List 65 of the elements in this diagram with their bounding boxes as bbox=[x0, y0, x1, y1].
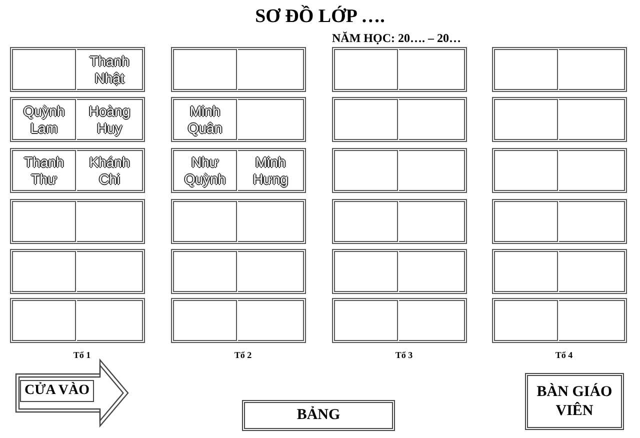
group-label: Tổ 4 bbox=[554, 350, 574, 360]
desk-seat bbox=[10, 148, 78, 193]
board: BẢNG bbox=[242, 400, 395, 431]
desk-seat bbox=[332, 298, 400, 343]
desk-seat bbox=[238, 249, 306, 294]
desk-seat bbox=[77, 249, 145, 294]
desk-seat bbox=[399, 249, 467, 294]
desk-seat bbox=[492, 97, 560, 142]
school-year: NĂM HỌC: 20…. – 20… bbox=[332, 31, 461, 46]
student-name: Hoàng Huy bbox=[88, 102, 132, 136]
student-name: Minh Hưng bbox=[252, 154, 290, 188]
desk-seat bbox=[10, 97, 78, 142]
student-name: Khánh Chi bbox=[88, 154, 131, 188]
teacher-desk: BÀN GIÁO VIÊN bbox=[525, 373, 624, 430]
desk-seat bbox=[559, 97, 627, 142]
desk-seat bbox=[77, 148, 145, 193]
desk-seat bbox=[171, 97, 239, 142]
desk-seat bbox=[77, 97, 145, 142]
desk-seat bbox=[559, 298, 627, 343]
student-name: Như Quỳnh bbox=[183, 154, 227, 188]
student-name: Minh Quân bbox=[186, 102, 224, 136]
desk-seat bbox=[238, 148, 306, 193]
desk-seat bbox=[332, 148, 400, 193]
desk-seat bbox=[399, 298, 467, 343]
desk-seat bbox=[238, 298, 306, 343]
title: SƠ ĐỒ LỚP …. bbox=[254, 6, 386, 28]
desk-seat bbox=[332, 249, 400, 294]
desk-seat bbox=[332, 47, 400, 92]
desk-seat bbox=[10, 249, 78, 294]
desk-seat bbox=[332, 97, 400, 142]
desk-seat bbox=[492, 298, 560, 343]
desk-seat bbox=[559, 249, 627, 294]
desk-seat bbox=[399, 148, 467, 193]
desk-seat bbox=[77, 199, 145, 244]
desk-seat bbox=[399, 199, 467, 244]
desk-seat bbox=[399, 47, 467, 92]
group-label: Tổ 3 bbox=[394, 350, 414, 360]
desk-seat bbox=[559, 47, 627, 92]
desk-seat bbox=[332, 199, 400, 244]
desk-seat bbox=[492, 199, 560, 244]
desk-seat bbox=[492, 148, 560, 193]
desk-seat bbox=[559, 199, 627, 244]
desk-seat bbox=[492, 249, 560, 294]
desk-seat bbox=[171, 249, 239, 294]
desk-seat bbox=[10, 298, 78, 343]
desk-seat bbox=[77, 47, 145, 92]
desk-seat bbox=[238, 199, 306, 244]
desk-seat bbox=[171, 47, 239, 92]
desk-seat bbox=[238, 47, 306, 92]
desk-seat bbox=[10, 199, 78, 244]
desk-seat bbox=[171, 298, 239, 343]
desk-seat bbox=[77, 298, 145, 343]
desk-seat bbox=[171, 199, 239, 244]
desk-seat bbox=[10, 47, 78, 92]
student-name: Thanh Nhật bbox=[88, 52, 130, 86]
group-label: Tổ 2 bbox=[233, 350, 253, 360]
desk-seat bbox=[492, 47, 560, 92]
student-name: Thanh Thư bbox=[22, 154, 65, 188]
desk-seat bbox=[399, 97, 467, 142]
desk-seat bbox=[238, 97, 306, 142]
entrance-label: CỬA VÀO bbox=[20, 380, 94, 402]
group-label: Tổ 1 bbox=[72, 350, 92, 360]
student-name: Quỳnh Lam bbox=[22, 102, 66, 136]
desk-seat bbox=[171, 148, 239, 193]
desk-seat bbox=[559, 148, 627, 193]
